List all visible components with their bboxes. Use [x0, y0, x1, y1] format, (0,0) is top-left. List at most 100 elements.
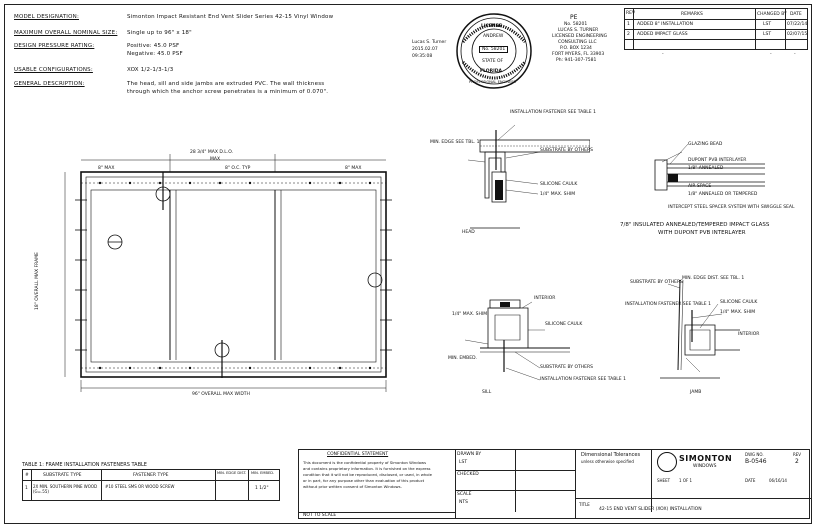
brand-logo-icon [657, 452, 677, 472]
head-callout-5: MIN. EDGE SEE TBL. 1 [430, 140, 480, 145]
signer-time: 09:35:08 [412, 54, 433, 59]
rev-header-remarks: REMARKS [681, 12, 703, 17]
brand-name: SIMONTON [679, 454, 733, 463]
head-callout-1: INSTALLATION FASTENER SEE TABLE 1 [510, 110, 596, 115]
jamb-callout-3: INSTALLATION FASTENER SEE TABLE 1 [625, 302, 711, 307]
table1-row1-num: 1 [25, 486, 28, 491]
rev-row1-num: 1 [627, 22, 630, 27]
glass-callout-5: 1/8" ANNEALED OR TEMPERED [688, 192, 758, 197]
rev-dash-row: - - - [662, 52, 796, 57]
engineer-line-1: PE [570, 14, 578, 21]
glass-title: 7/8" INSULATED ANNEALED/TEMPERED IMPACT … [620, 222, 770, 228]
date-value: 06/16/14 [769, 478, 787, 483]
elevation-sub-dim-3: 8" MAX [345, 166, 362, 171]
notice-line-1: This document is the confidential proper… [303, 460, 427, 465]
notice-line-5: without prior written consent of Simonto… [303, 484, 402, 489]
rev-row2-remark: ADDED IMPACT GLASS [637, 32, 688, 37]
notice-line-3: condition that it will not be reproduced… [303, 472, 432, 477]
elevation-top-dim2: MAX [210, 157, 221, 162]
engineer-line-2: No. 58201 [564, 22, 588, 27]
head-callout-2: SUBSTRATE BY OTHERS [540, 148, 593, 153]
rev-row1-date: 07/22/14 [787, 22, 808, 27]
elevation-top-dim: 28 3/4" MAX D.L.O. [190, 150, 233, 155]
sill-callout-3: SUBSTRATE BY OTHERS [540, 365, 593, 370]
seal-state: STATE OF [482, 59, 504, 64]
seal-name: ANDREW [483, 34, 504, 39]
rev-row1-remark: ADDED 8" INSTALLATION [637, 22, 693, 27]
jamb-callout-4: SILICONE CAULK [720, 300, 758, 305]
seal-ring: PROFESSIONAL ENGINEER [469, 80, 517, 84]
table1: # SUBSTRATE TYPE FASTENER TYPE MIN. EDGE… [22, 469, 280, 501]
rev-header-changed: CHANGED BY [757, 12, 787, 17]
glass-callout-6: INTERCEPT STEEL SPACER SYSTEM WITH SWIGG… [668, 205, 795, 210]
rev-row2-by: LST [763, 32, 772, 37]
elevation-bottom-dim: 96" OVERALL MAX WIDTH [192, 392, 250, 397]
revision-table: REV REMARKS CHANGED BY DATE 1 ADDED 8" I… [624, 8, 808, 50]
scale-value: NTS [459, 500, 468, 505]
pressure-negative: Negative: 45.0 PSF [127, 51, 183, 57]
notice-title: CONFIDENTIAL STATEMENT [327, 452, 389, 457]
company-line-2: unless otherwise specified [581, 459, 634, 464]
sill-callout-2: SILICONE CAULK [545, 322, 583, 327]
engineer-seal: LICENSE ANDREW No. 58201 STATE OF FLORID… [455, 12, 533, 90]
engineer-line-4: LICENSED ENGINEERING [552, 34, 608, 39]
table1-header-num: # [25, 473, 29, 478]
table1-row1-embed: 1 1/2" [255, 486, 269, 491]
sill-callout-5: 1/4" MAX. SHIM [452, 312, 488, 317]
window-elevation [64, 154, 392, 392]
config-label: USABLE CONFIGURATIONS: [14, 67, 93, 73]
size-label: MAXIMUM OVERALL NOMINAL SIZE: [14, 30, 118, 36]
engineer-line-8: Ph: 941-307-7581 [556, 58, 597, 63]
head-detail [467, 124, 590, 229]
rev-row2-date: 02/07/15 [787, 32, 808, 37]
head-label: HEAD [462, 230, 475, 235]
table1-header-substrate: SUBSTRATE TYPE [43, 473, 82, 478]
pressure-positive: Positive: 45.0 PSF [127, 43, 180, 49]
table1-header-fastener: FASTENER TYPE [133, 473, 169, 478]
jamb-label: JAMB [690, 390, 702, 395]
date-label: DATE [745, 478, 756, 483]
checked-label: CHECKED [457, 472, 479, 477]
glass-callout-3: 1/8" ANNEALED [688, 166, 724, 171]
jamb-callout-5: 1/4" MAX. SHIM [720, 310, 756, 315]
glass-detail [654, 143, 765, 191]
company-line-1: Dimensional Tolerances [581, 452, 641, 458]
drawn-by-label: DRAWN BY [457, 452, 482, 457]
head-callout-4: 1/4" MAX. SHIM [540, 192, 576, 197]
title-value: 42-15 END VENT SLIDER (XOX) INSTALLATION [599, 507, 702, 512]
elevation-sub-dim-1: 8" MAX [98, 166, 115, 171]
title-block: CONFIDENTIAL STATEMENT This document is … [298, 449, 811, 519]
engineer-line-3: LUCAS S. TURNER [558, 28, 599, 33]
jamb-callout-1: SUBSTRATE BY OTHERS [630, 280, 683, 285]
model-label: MODEL DESIGNATION: [14, 14, 80, 20]
sill-callout-4: INSTALLATION FASTENER SEE TABLE 1 [540, 377, 626, 382]
model-value: Simonton Impact Resistant End Vent Slide… [127, 14, 334, 20]
engineer-line-6: P.O. BOX 1234 [560, 46, 592, 51]
title-footer: NOT TO SCALE [303, 513, 337, 518]
seal-number: No. 58201 [479, 46, 509, 53]
engineer-info: PE No. 58201 LUCAS S. TURNER LICENSED EN… [550, 14, 620, 84]
scale-label: SCALE [457, 492, 472, 497]
sill-detail [464, 299, 570, 381]
sill-callout-1: INTERIOR [534, 296, 556, 301]
table1-title: TABLE 1: FRAME INSTALLATION FASTENERS TA… [22, 462, 147, 468]
glass-callout-4: AIR SPACE [688, 184, 712, 189]
glass-callout-1: GLAZING BEAD [688, 142, 723, 147]
rev-header-rev: REV [626, 11, 636, 16]
description-line2: through which the anchor screw penetrate… [127, 89, 329, 95]
signer-date: 2015.02.07 [412, 47, 438, 52]
table1-header-embed: MIN. EMBED. [251, 471, 275, 475]
drawn-by-value: LST [459, 460, 468, 465]
rev-row2-num: 2 [627, 32, 630, 37]
engineer-line-5: CONSULTING LLC [558, 40, 597, 45]
rev-header-date: DATE [790, 12, 802, 17]
notice-line-2: and contains proprietary information. It… [303, 466, 431, 471]
glass-subtitle: WITH DUPONT PVB INTERLAYER [658, 230, 746, 236]
size-value: Single up to 96" x 18" [127, 30, 192, 36]
jamb-callout-6: INTERIOR [738, 332, 760, 337]
description-label: GENERAL DESCRIPTION: [14, 81, 85, 87]
table1-header-edge: MIN. EDGE DIST. [217, 471, 247, 475]
jamb-detail [660, 279, 740, 379]
elevation-sub-dim-2: 8" O.C. TYP [225, 166, 251, 171]
dwg-value: B-0546 [745, 458, 767, 465]
